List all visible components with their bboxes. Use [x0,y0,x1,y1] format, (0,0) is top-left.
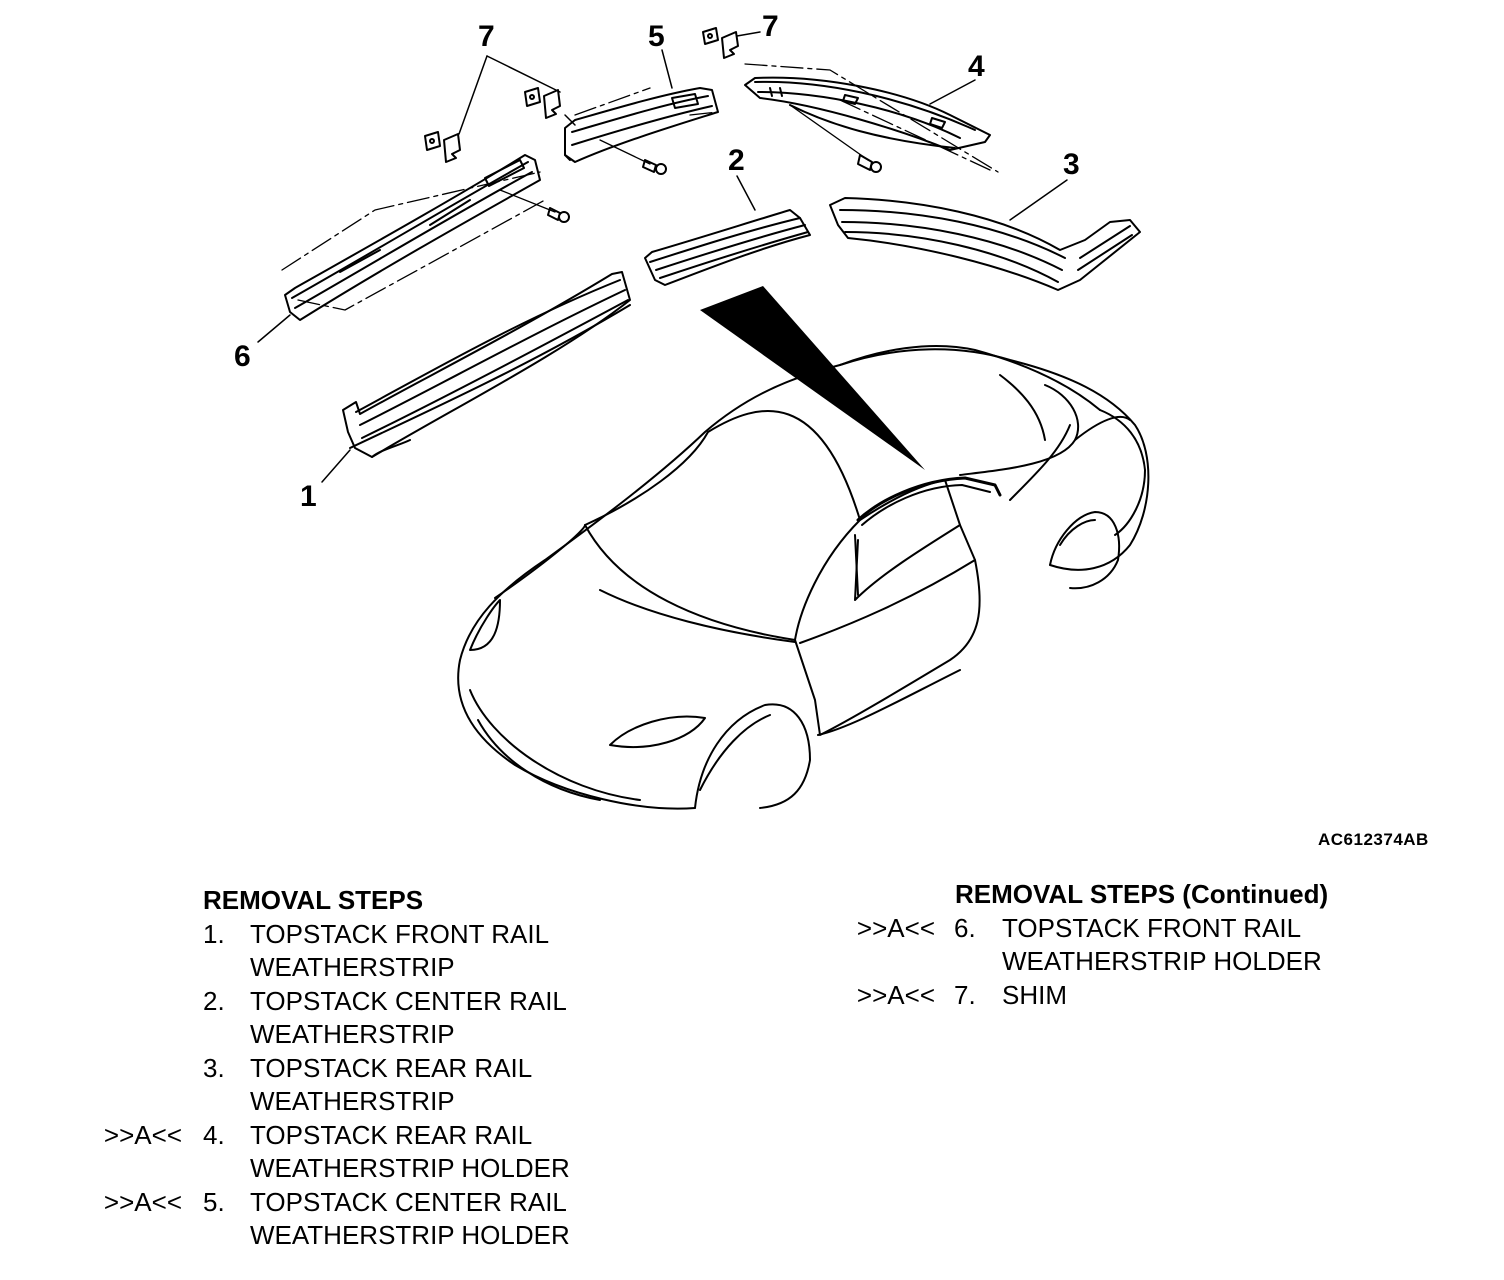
callout-4: 4 [968,50,985,83]
part-5-phantom-lines [574,87,719,116]
part-7-shim-left [424,131,461,163]
step-number: 3. [203,1052,225,1083]
part-2-center-rail-weatherstrip [644,209,811,286]
pointer-wedge [700,286,925,470]
part-6-front-rail-holder [284,154,541,321]
step-mark: >>A<< [856,912,935,943]
part-6-bolt [499,189,570,223]
car-body [457,345,1150,810]
step-mark: >>A<< [856,979,935,1010]
step-text: SHIM [1002,979,1067,1010]
callout-7-left: 7 [478,20,495,53]
step-item: 1. TOPSTACK FRONT RAIL WEATHERSTRIP [0,918,700,985]
part-4-rear-rail-holder [744,76,991,151]
step-text: TOPSTACK FRONT RAIL WEATHERSTRIP HOLDER [1002,912,1322,977]
step-mark: >>A<< [103,1119,182,1150]
callout-2: 2 [728,144,745,177]
step-number: 1. [203,918,225,949]
step-item: 2. TOPSTACK CENTER RAIL WEATHERSTRIP [0,985,700,1052]
step-text: TOPSTACK FRONT RAIL WEATHERSTRIP [250,918,550,983]
step-mark: >>A<< [103,1186,182,1217]
step-number: 6. [954,912,976,943]
figure-code: AC612374AB [1318,830,1429,849]
step-number: 4. [203,1119,225,1150]
step-number: 2. [203,985,225,1016]
part-6-phantom-lines [281,171,546,311]
callout-1: 1 [300,480,317,513]
step-item: >>A<< 6. TOPSTACK FRONT RAIL WEATHERSTRI… [0,912,1504,979]
step-item: >>A<< 7. SHIM [0,979,1504,1013]
step-item: 3. TOPSTACK REAR RAIL WEATHERSTRIP [0,1052,700,1119]
step-text: TOPSTACK REAR RAIL WEATHERSTRIP [250,1052,533,1117]
callout-6: 6 [234,340,251,373]
part-1-front-rail-weatherstrip [342,271,631,458]
part-4-phantom-lines [744,63,999,173]
step-number: 5. [203,1186,225,1217]
part-3-rear-rail-weatherstrip [829,197,1141,291]
step-item: >>A<< 4. TOPSTACK REAR RAIL WEATHERSTRIP… [0,1119,700,1186]
exploded-parts-diagram: 7 5 7 4 3 2 6 1 [234,10,1150,810]
step-number: 7. [954,979,976,1010]
step-text: TOPSTACK CENTER RAIL WEATHERSTRIP HOLDER [250,1186,570,1251]
step-text: TOPSTACK REAR RAIL WEATHERSTRIP HOLDER [250,1119,570,1184]
step-text: TOPSTACK CENTER RAIL WEATHERSTRIP [250,985,567,1050]
leader-lines [257,31,1068,483]
part-4-bolt [789,104,882,173]
part-5-center-rail-holder [564,87,719,163]
part-7-shim-right [702,27,739,59]
removal-steps-list: REMOVAL STEPS 1. TOPSTACK FRONT RAIL WEA… [0,884,700,1253]
removal-steps-heading: REMOVAL STEPS [203,885,424,915]
part-5-bolt [599,139,667,175]
removal-steps-continued-heading: REMOVAL STEPS (Continued) [955,879,1329,909]
removal-steps-continued-list: REMOVAL STEPS (Continued) >>A<< 6. TOPST… [0,878,1504,1012]
callout-7-right: 7 [762,10,779,43]
callout-5: 5 [648,20,665,53]
callout-3: 3 [1063,148,1080,181]
part-7-shim-mid [524,87,561,119]
step-item: >>A<< 5. TOPSTACK CENTER RAIL WEATHERSTR… [0,1186,700,1253]
